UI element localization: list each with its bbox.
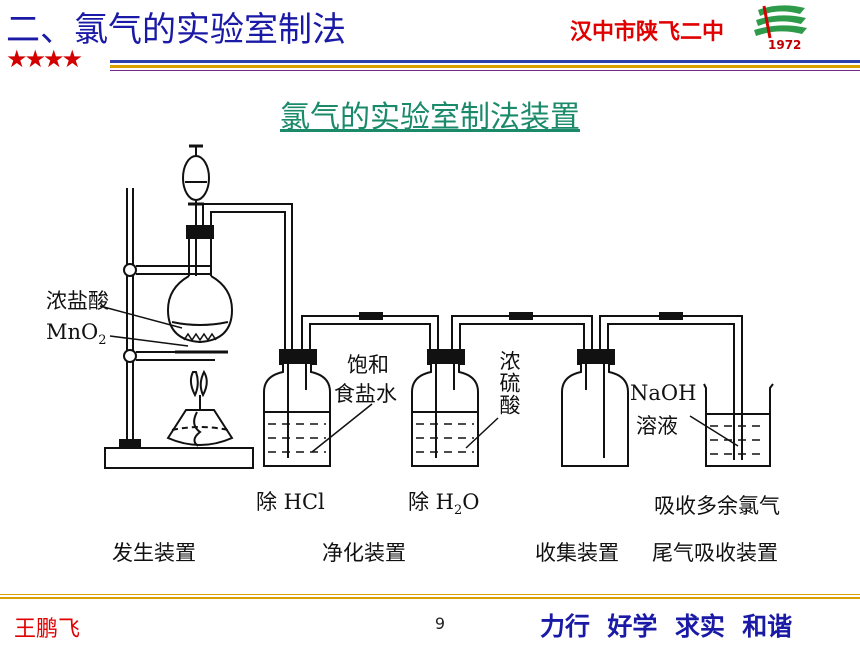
logo-year: 1972 — [768, 38, 802, 52]
section-purification: 净化装置 — [322, 541, 406, 565]
header-divider-gold — [110, 65, 860, 68]
collection-bottle — [561, 349, 629, 467]
footer-divider — [0, 594, 860, 595]
school-logo-icon — [754, 5, 807, 39]
alcohol-lamp — [166, 350, 234, 447]
round-bottom-flask — [166, 225, 234, 344]
author-name: 王鹏飞 — [14, 617, 81, 642]
school-motto: 力行 好学 求实 和谐 — [540, 612, 793, 641]
label-conc-hcl: 浓盐酸 — [46, 289, 109, 313]
label-conc-h2so4: 浓硫酸 — [497, 350, 521, 416]
label-remove-h2o: 除 H2O — [408, 486, 480, 518]
label-remove-hcl: 除 HCl — [256, 490, 325, 514]
label-remove-h2o-a: 除 H — [408, 490, 454, 514]
section-tail-gas: 尾气吸收装置 — [652, 541, 778, 565]
washing-bottle-2 — [411, 349, 479, 467]
page-number: 9 — [434, 614, 446, 633]
label-saturated: 饱和 — [347, 353, 389, 377]
rating-stars: ★★★★ — [6, 45, 83, 73]
label-remove-h2o-b: O — [462, 490, 480, 514]
washing-bottle-1 — [263, 349, 331, 467]
label-mno2-formula: MnO — [46, 320, 99, 344]
label-brine: 食盐水 — [334, 382, 397, 406]
label-mno2: MnO2 — [46, 320, 107, 348]
school-name: 汉中市陕飞二中 — [570, 20, 725, 45]
section-generation: 发生装置 — [112, 541, 196, 565]
leader-lines — [99, 305, 739, 453]
header-divider-thin — [110, 70, 860, 71]
absorption-beaker — [703, 383, 774, 467]
footer-divider-dashed — [0, 597, 860, 599]
label-absorb-excess: 吸收多余氯气 — [654, 494, 780, 518]
gas-tubing — [202, 203, 743, 460]
label-naoh-solution: 溶液 — [636, 414, 678, 438]
label-remove-h2o-sub: 2 — [454, 503, 463, 519]
diagram-title: 氯气的实验室制法装置 — [280, 100, 580, 135]
label-naoh: NaOH — [630, 381, 697, 405]
slide-title: 二、氯气的实验室制法 — [6, 10, 346, 50]
section-collection: 收集装置 — [535, 541, 619, 565]
ring-stand — [104, 188, 254, 469]
header-divider — [110, 60, 860, 63]
label-mno2-subscript: 2 — [98, 333, 107, 349]
